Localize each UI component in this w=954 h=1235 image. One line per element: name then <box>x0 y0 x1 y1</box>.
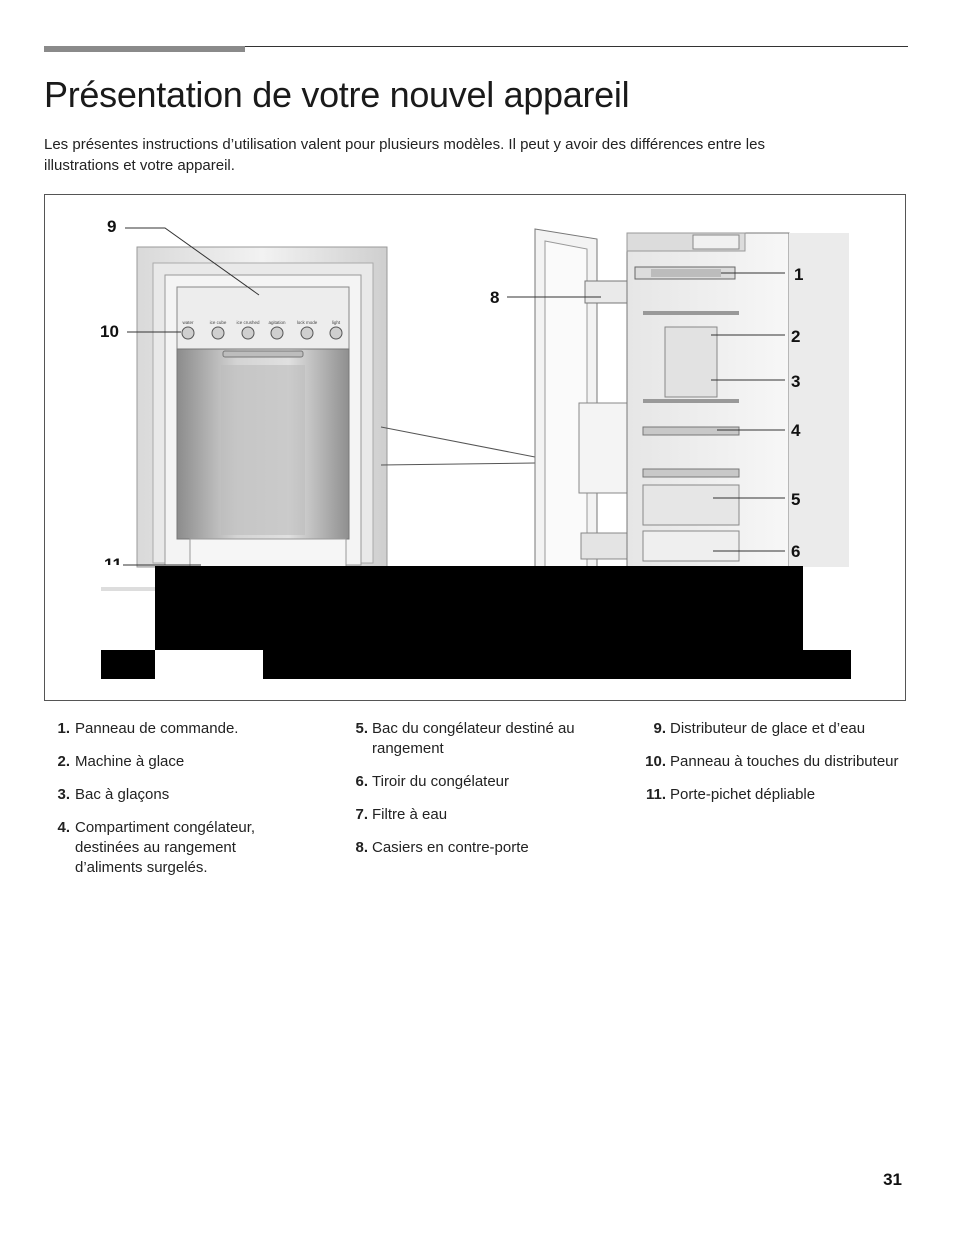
dispenser-closeup: water ice cube ice crushed agitation loc… <box>136 246 388 570</box>
header-rule-accent <box>44 46 245 52</box>
legend-column-3: 9.Distributeur de glace et d’eau 10.Pann… <box>630 719 910 818</box>
callout-4: 4 <box>791 421 801 440</box>
freezer-cabinet <box>626 232 849 568</box>
button-label-lock-mode: lock mode <box>297 320 318 325</box>
redaction-block <box>155 566 803 650</box>
button-label-water: water <box>182 320 194 325</box>
page-number: 31 <box>883 1170 902 1189</box>
button-label-light: light <box>332 320 341 325</box>
legend-item: 8.Casiers en contre-porte <box>355 839 529 856</box>
appliance-illustration: water ice cube ice crushed agitation loc… <box>44 194 906 701</box>
legend-item: 9.Distributeur de glace et d’eau <box>653 720 866 737</box>
intro-paragraph: Les présentes instructions d’utilisation… <box>44 136 765 174</box>
appliance-drawing: water ice cube ice crushed agitation loc… <box>101 227 851 679</box>
callout-9: 9 <box>107 217 117 236</box>
legend-item: 1.Panneau de commande. <box>57 720 239 737</box>
legend-item: 5.Bac du congélateur destiné au rangemen… <box>355 720 575 757</box>
button-label-ice-cube: ice cube <box>210 320 227 325</box>
callout-2: 2 <box>791 327 801 346</box>
callout-5: 5 <box>791 490 801 509</box>
callout-1: 1 <box>794 265 804 284</box>
legend-item: 10.Panneau à touches du distributeur <box>645 753 899 770</box>
header-rule <box>44 46 908 47</box>
callout-10: 10 <box>100 322 119 341</box>
legend-item: 11.Porte-pichet dépliable <box>645 786 816 803</box>
callout-6: 6 <box>791 542 801 561</box>
page-title: Présentation de votre nouvel appareil <box>44 74 630 115</box>
legend-item: 4.Compartiment congélateur, destinées au… <box>57 819 256 876</box>
callout-3: 3 <box>791 372 801 391</box>
callout-8: 8 <box>490 288 500 307</box>
legend-column-2: 5.Bac du congélateur destiné au rangemen… <box>340 719 590 871</box>
legend-item: 3.Bac à glaçons <box>57 786 170 803</box>
legend-item: 7.Filtre à eau <box>355 806 448 823</box>
dispenser-buttons <box>181 326 343 340</box>
button-label-ice-crushed: ice crushed <box>236 320 260 325</box>
legend-item: 6.Tiroir du congélateur <box>355 773 510 790</box>
callout-11: 11 <box>104 555 122 574</box>
legend-item: 2.Machine à glace <box>57 753 185 770</box>
button-label-agitation: agitation <box>268 320 286 325</box>
control-panel <box>651 269 721 277</box>
legend-column-1: 1.Panneau de commande. 2.Machine à glace… <box>44 719 304 891</box>
